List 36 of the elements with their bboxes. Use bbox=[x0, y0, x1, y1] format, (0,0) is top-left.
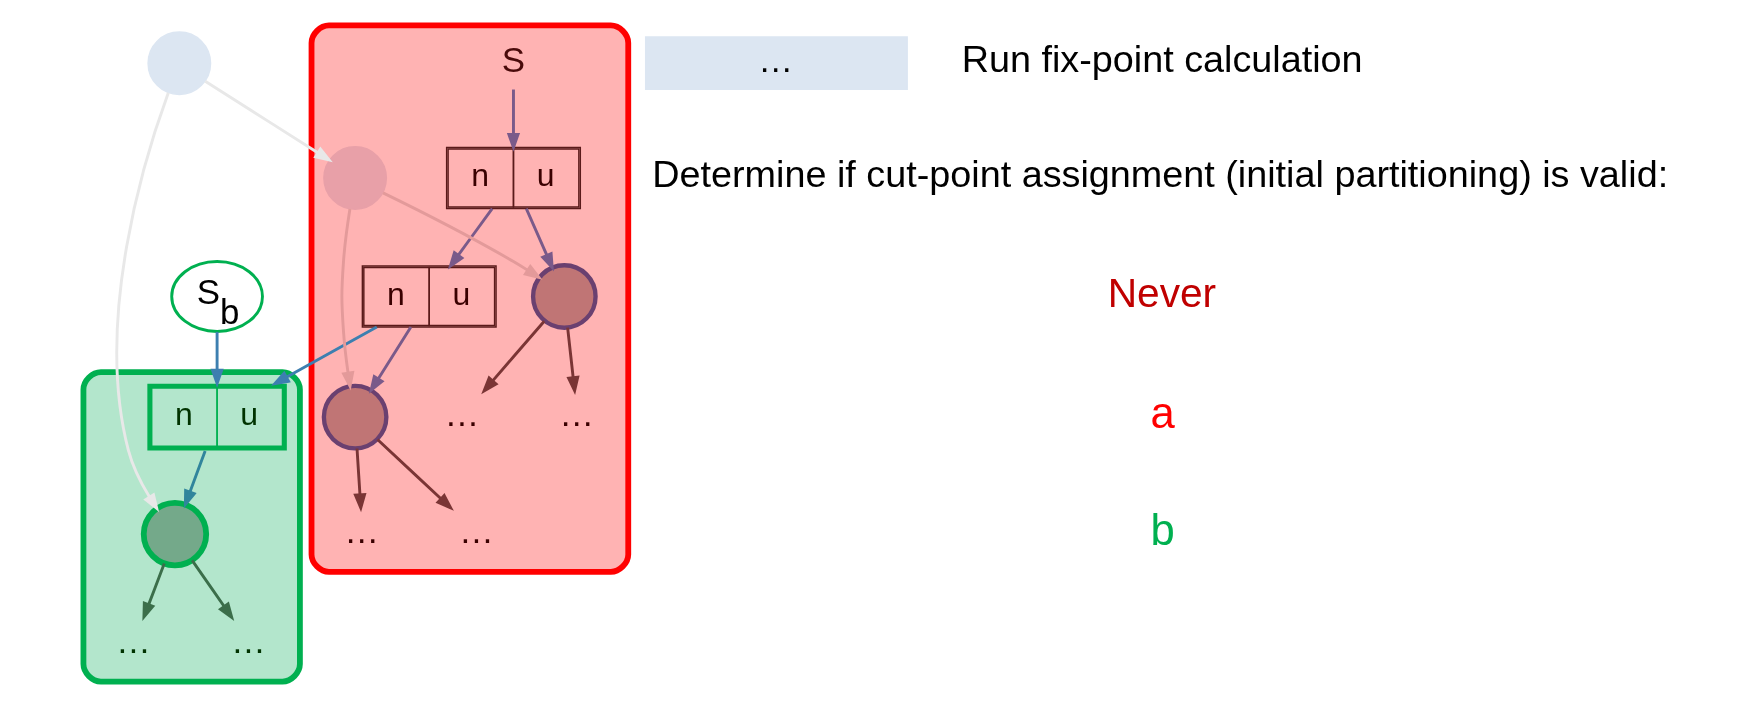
node-text: … bbox=[343, 511, 379, 551]
label: a bbox=[1150, 389, 1175, 438]
arrow bbox=[114, 92, 170, 512]
arrow bbox=[506, 89, 520, 152]
arrow bbox=[565, 327, 580, 396]
node-circle bbox=[322, 146, 387, 210]
arrow bbox=[141, 563, 166, 622]
cluster bbox=[308, 22, 631, 575]
node-text: … bbox=[558, 394, 594, 434]
arrow bbox=[270, 325, 377, 386]
node-circle bbox=[140, 499, 209, 569]
arrow bbox=[183, 450, 206, 509]
label: Never bbox=[1107, 269, 1216, 316]
arrow bbox=[209, 332, 224, 388]
node-circle bbox=[321, 383, 389, 451]
node-circle bbox=[530, 263, 598, 330]
label: Determine if cut-point assignment (initial partitioning) is valid: bbox=[651, 153, 1668, 196]
arrow bbox=[524, 208, 554, 272]
arrow bbox=[339, 208, 354, 391]
node-box: … bbox=[644, 36, 908, 91]
node-text: … bbox=[458, 511, 494, 551]
arrow bbox=[368, 326, 412, 394]
label: Run fix-point calculation bbox=[961, 38, 1363, 81]
node-text: … bbox=[115, 620, 151, 660]
node-text: … bbox=[443, 394, 479, 434]
label: b bbox=[1150, 505, 1175, 554]
arrow bbox=[203, 79, 333, 163]
node-circle bbox=[146, 31, 211, 96]
node-text: … bbox=[230, 620, 266, 660]
arrow bbox=[381, 191, 542, 280]
arrow bbox=[376, 438, 454, 511]
arrow bbox=[352, 448, 366, 513]
arrow bbox=[480, 320, 545, 395]
node-text: S bbox=[501, 40, 525, 80]
arrow bbox=[190, 559, 234, 621]
arrow bbox=[447, 207, 493, 270]
